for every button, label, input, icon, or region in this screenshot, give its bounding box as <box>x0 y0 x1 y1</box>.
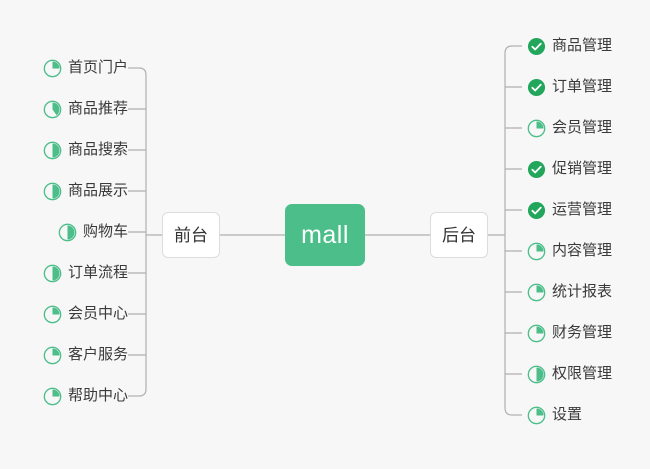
pie-progress-icon <box>527 365 546 383</box>
leaf-node-label: 设置 <box>552 406 583 423</box>
leaf-node-label: 客户服务 <box>67 346 128 363</box>
leaf-node[interactable]: 帮助中心 <box>43 385 128 407</box>
leaf-node[interactable]: 购物车 <box>58 221 128 243</box>
leaf-node[interactable]: 会员管理 <box>527 117 612 139</box>
check-circle-icon <box>527 37 546 55</box>
leaf-node[interactable]: 权限管理 <box>527 363 612 385</box>
pie-progress-icon <box>43 264 62 282</box>
check-circle-icon <box>527 160 546 178</box>
leaf-node-label: 会员中心 <box>67 305 128 322</box>
leaf-node[interactable]: 客户服务 <box>43 344 128 366</box>
leaf-node-label: 商品管理 <box>552 37 613 54</box>
leaf-node-label: 商品推荐 <box>67 100 128 117</box>
leaf-node[interactable]: 财务管理 <box>527 322 612 344</box>
leaf-node-label: 权限管理 <box>552 365 613 382</box>
check-circle-icon <box>527 201 546 219</box>
leaf-node-label: 商品搜索 <box>67 141 128 158</box>
leaf-node-label: 首页门户 <box>67 59 128 76</box>
leaf-node[interactable]: 商品搜索 <box>43 139 128 161</box>
leaf-node[interactable]: 内容管理 <box>527 240 612 262</box>
leaf-node[interactable]: 订单流程 <box>43 262 128 284</box>
pie-progress-icon <box>527 242 546 260</box>
pie-progress-icon <box>527 324 546 342</box>
pie-progress-icon <box>43 305 62 323</box>
leaf-node-label: 促销管理 <box>552 160 613 177</box>
leaf-node[interactable]: 商品管理 <box>527 35 612 57</box>
leaf-node[interactable]: 首页门户 <box>43 57 128 79</box>
pie-progress-icon <box>43 59 62 77</box>
pie-progress-icon <box>527 283 546 301</box>
leaf-node[interactable]: 设置 <box>527 404 582 426</box>
leaf-node[interactable]: 商品推荐 <box>43 98 128 120</box>
pie-progress-icon <box>43 141 62 159</box>
branch-node-backend[interactable]: 后台 <box>430 212 488 258</box>
leaf-node-label: 统计报表 <box>552 283 613 300</box>
root-node-mall[interactable]: mall <box>285 204 365 266</box>
pie-progress-icon <box>58 223 77 241</box>
pie-progress-icon <box>43 346 62 364</box>
leaf-node[interactable]: 订单管理 <box>527 76 612 98</box>
root-node-label: mall <box>301 221 349 249</box>
pie-progress-icon <box>43 387 62 405</box>
pie-progress-icon <box>527 406 546 424</box>
leaf-node-label: 商品展示 <box>67 182 128 199</box>
pie-progress-icon <box>43 100 62 118</box>
branch-node-frontend[interactable]: 前台 <box>162 212 220 258</box>
leaf-node-label: 会员管理 <box>552 119 613 136</box>
leaf-node-label: 帮助中心 <box>67 387 128 404</box>
leaf-node-label: 购物车 <box>82 223 128 240</box>
check-circle-icon <box>527 78 546 96</box>
leaf-node[interactable]: 促销管理 <box>527 158 612 180</box>
leaf-node[interactable]: 会员中心 <box>43 303 128 325</box>
leaf-node-label: 订单管理 <box>552 78 613 95</box>
leaf-node[interactable]: 商品展示 <box>43 180 128 202</box>
leaf-node[interactable]: 统计报表 <box>527 281 612 303</box>
leaf-node-label: 内容管理 <box>552 242 613 259</box>
pie-progress-icon <box>527 119 546 137</box>
leaf-node-label: 运营管理 <box>552 201 613 218</box>
leaf-node[interactable]: 运营管理 <box>527 199 612 221</box>
branch-node-backend-label: 后台 <box>442 226 476 245</box>
leaf-node-label: 财务管理 <box>552 324 613 341</box>
pie-progress-icon <box>43 182 62 200</box>
branch-node-frontend-label: 前台 <box>174 226 208 245</box>
leaf-node-label: 订单流程 <box>67 264 128 281</box>
